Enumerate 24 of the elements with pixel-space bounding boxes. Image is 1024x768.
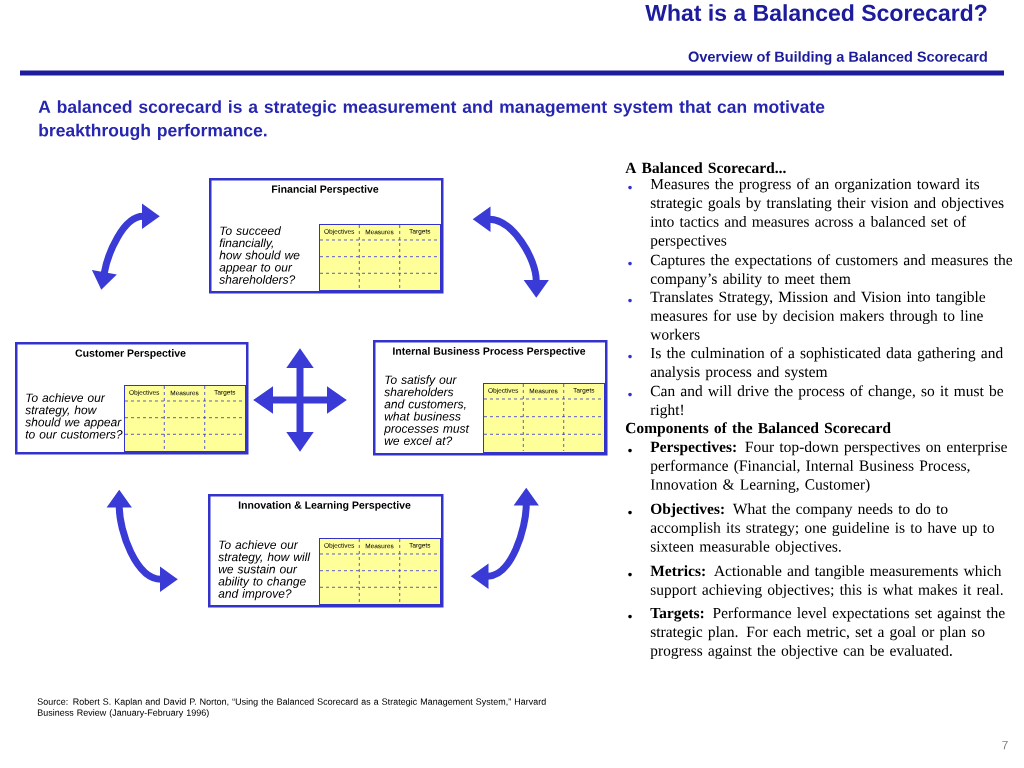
section-heading: Components of the Balanced Scorecard: [625, 422, 891, 437]
bullet-text: Translates Strategy, Mission and Vision into tangible measures for use by decision makers through to line workers: [650, 291, 986, 340]
page-number: 7: [1002, 740, 1008, 750]
box-heading: Customer Perspective: [75, 349, 186, 359]
bullet-text: Objectives: What the company needs to do to accomplish its strategy; one guideline is to have up to sixteen measurable objectives.: [650, 503, 994, 555]
source-note: Source: Robert S. Kaplan and David P. Norton, “Using the Balanced Scorecard as a Strategic Management System,” Harvard Business Review (January-February 1996): [37, 698, 546, 718]
bullet-text: Targets: Performance level expectations set against the strategic plan. For each metric, set a goal or plan so progress against the objective can be evaluated.: [650, 607, 1005, 660]
section-heading: A Balanced Scorecard...: [625, 162, 786, 174]
bullet-text: Captures the expectations of customers and measures the company’s ability to meet them: [650, 254, 1013, 288]
question-text: To achieve our strategy, how will we sustain our ability to change and improve?: [218, 540, 311, 601]
box-heading: Internal Business Process Perspective: [393, 347, 586, 357]
question-text: To satisfy our shareholders and customers, what business processes must we excel at?: [383, 375, 470, 445]
box-heading: Innovation & Learning Perspective: [238, 501, 411, 511]
box-heading: Financial Perspective: [272, 185, 379, 195]
bullet-text: Metrics: Actionable and tangible measurements which support achieving objectives; this is what makes it real.: [650, 565, 1003, 599]
slide-title: What is a Balanced Scorecard?: [645, 4, 987, 22]
subtitle: Overview of Building a Balanced Scorecard: [688, 51, 987, 65]
bullet-text: Measures the progress of an organization toward its strategic goals by translating their vision and objectives into tactics and measures across a balanced set of perspectives: [650, 178, 1004, 249]
bullet-text: Perspectives: Four top-down perspectives on enterprise performance (Financial, Internal Business Process, Innovation & Learning, Customer): [650, 441, 1007, 493]
question-text: To succeed financially, how should we appear to our shareholders?: [219, 226, 300, 284]
question-text: To achieve our strategy, how should we appear to our customers?: [25, 393, 123, 439]
bullet-text: Can and will drive the process of change, so it must be right!: [650, 385, 1004, 419]
bullet-text: Is the culmination of a sophisticated data gathering and analysis process and system: [650, 347, 1003, 381]
headline-text: A balanced scorecard is a strategic measurement and management system that can motivate breakthrough performance.: [38, 100, 825, 141]
